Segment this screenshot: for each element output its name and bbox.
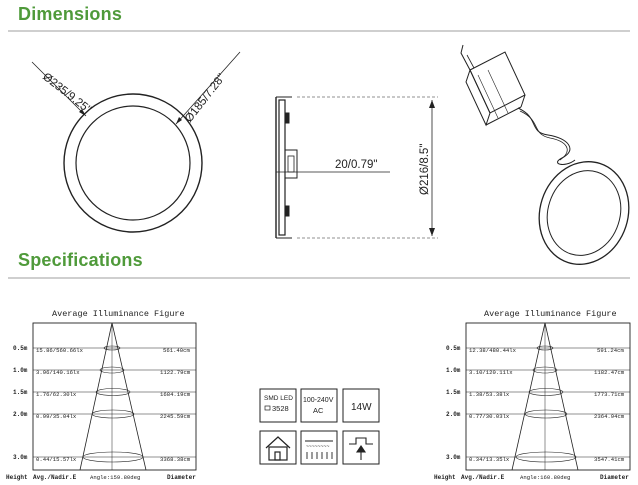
smd-chip-icon: [264, 405, 271, 411]
chart-left-row-3-height: 1.5m: [13, 389, 28, 396]
side-view-profile: [275, 96, 438, 239]
front-view-ring: [31, 51, 241, 233]
chart-right-footer-avg: Avg./Nadir.E: [461, 474, 505, 481]
chart-right-row-5-diameter: 3547.41cm: [594, 456, 625, 463]
recessed-install-icon: [349, 437, 373, 460]
dimmer-switch-icon: ~~~~~~~~: [305, 440, 333, 459]
chart-left-row-1-lux: 15.86/560.66lx: [36, 347, 84, 354]
chart-right-row-4-height: 2.0m: [446, 411, 461, 418]
smd-led-label: SMD LED: [264, 395, 293, 402]
perspective-view: [460, 44, 630, 265]
chart-left-row-3-diameter: 1684.19cm: [160, 391, 191, 398]
chart-left-row-4-height: 2.0m: [13, 411, 28, 418]
chart-right-row-3-height: 1.5m: [446, 389, 461, 396]
specifications-rule: [8, 277, 630, 279]
depth-label: 20/0.79": [335, 159, 377, 171]
dimensions-rule: [8, 30, 630, 32]
chart-left-footer-angle: Angle:159.80deg: [90, 474, 140, 481]
chart-right-row-1-height: 0.5m: [446, 345, 461, 352]
smd-led-value: 3528: [272, 404, 289, 413]
chart-right-row-5-lux: 0.34/13.35lx: [469, 456, 510, 463]
chart-left-footer-avg: Avg./Nadir.E: [33, 474, 77, 481]
chart-right-row-3-diameter: 1773.71cm: [594, 391, 625, 398]
chart-left-row-2-lux: 3.96/140.16lx: [36, 369, 80, 376]
spec-icons: [259, 388, 380, 465]
power-label: 14W: [351, 402, 372, 413]
chart-right-row-1-lux: 12.38/480.44lx: [469, 347, 517, 354]
chart-right-row-4-diameter: 2364.94cm: [594, 413, 625, 420]
chart-left-footer-height: Height: [6, 474, 28, 481]
chart-left-row-2-diameter: 1122.79cm: [160, 369, 191, 376]
chart-left-row-5-lux: 0.44/15.57lx: [36, 456, 77, 463]
chart-left-row-3-lux: 1.76/62.30lx: [36, 391, 77, 398]
house-icon: [265, 436, 291, 461]
voltage-line-2: AC: [313, 406, 324, 415]
chart-right-row-2-lux: 3.10/120.11lx: [469, 369, 513, 376]
chart-left-row-1-height: 0.5m: [13, 345, 28, 352]
specifications-heading: Specifications: [18, 250, 143, 270]
outer-diameter-label: Ø235/9.25": [40, 71, 93, 116]
chart-left-footer-diameter: Diameter: [167, 474, 196, 481]
chart-left-row-5-height: 3.0m: [13, 454, 28, 461]
illuminance-chart-left: Average Illuminance Figure 0.5m 15.86/56…: [6, 309, 197, 481]
chart-right-row-4-lux: 0.77/30.03lx: [469, 413, 510, 420]
illuminance-chart-right: Average Illuminance Figure 0.5m 12.38/48…: [434, 309, 631, 481]
chart-right-title: Average Illuminance Figure: [484, 309, 617, 319]
chart-right-row-5-height: 3.0m: [446, 454, 461, 461]
height-label: Ø216/8.5": [419, 144, 431, 195]
chart-left-title: Average Illuminance Figure: [52, 309, 185, 319]
cutout-diameter-label: Ø185/7.28": [183, 72, 228, 125]
chart-left-row-4-diameter: 2245.59cm: [160, 413, 191, 420]
chart-left-row-5-diameter: 3368.38cm: [160, 456, 191, 463]
chart-left-row-2-height: 1.0m: [13, 367, 28, 374]
chart-left-row-4-lux: 0.99/35.04lx: [36, 413, 77, 420]
chart-right-row-2-diameter: 1182.47cm: [594, 369, 625, 376]
chart-right-footer-height: Height: [434, 474, 456, 481]
chart-left-row-1-diameter: 561.40cm: [163, 347, 190, 354]
chart-right-footer-diameter: Diameter: [600, 474, 629, 481]
chart-right-row-1-diameter: 591.24cm: [597, 347, 624, 354]
chart-right-footer-angle: Angle:160.80deg: [520, 474, 570, 481]
chart-right-row-2-height: 1.0m: [446, 367, 461, 374]
chart-right-row-3-lux: 1.38/53.38lx: [469, 391, 510, 398]
dimensions-heading: Dimensions: [18, 4, 123, 24]
voltage-line-1: 100-240V: [303, 397, 334, 404]
svg-text:~~~~~~~~: ~~~~~~~~: [306, 444, 329, 450]
